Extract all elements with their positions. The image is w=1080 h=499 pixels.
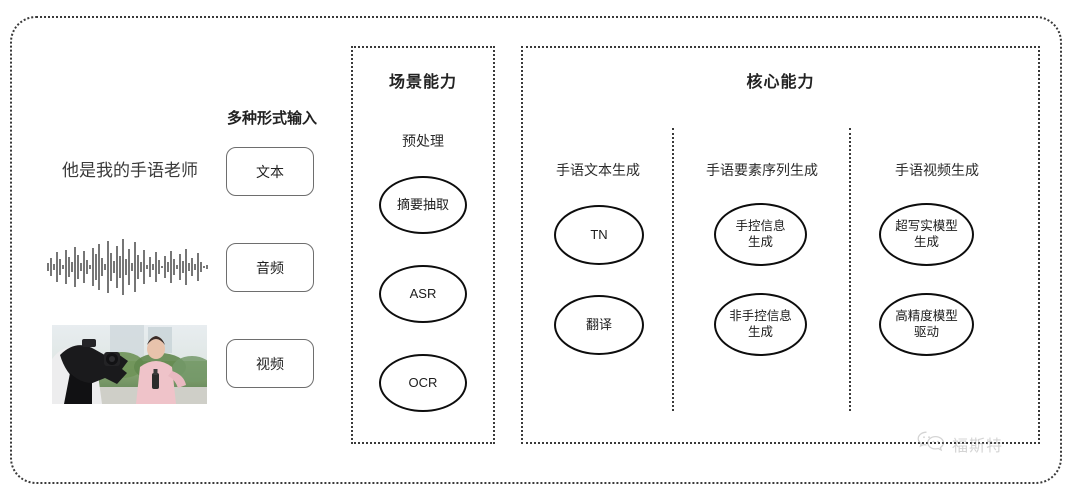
- sample-input-text: 他是我的手语老师: [62, 161, 198, 180]
- node-asr-label: ASR: [409, 286, 437, 302]
- core-capability-title: 核心能力: [746, 74, 815, 91]
- input-chip-video[interactable]: 视频: [226, 339, 314, 388]
- outer-dotted-frame: [10, 16, 1062, 484]
- input-chip-video-label: 视频: [256, 355, 284, 372]
- node-asr[interactable]: ASR: [379, 265, 467, 323]
- core-column-label-sign-text-generation: 手语文本生成: [556, 162, 640, 178]
- node-ocr[interactable]: OCR: [379, 354, 467, 412]
- core-column-divider-1: [672, 128, 674, 411]
- node-manual-info-generation-label: 手控信息生成: [735, 219, 786, 249]
- node-photorealistic-model-generation[interactable]: 超写实模型生成: [879, 203, 974, 266]
- node-photorealistic-model-generation-label: 超写实模型生成: [895, 219, 958, 249]
- input-chip-text-label: 文本: [256, 163, 284, 180]
- core-column-label-sign-video-generation: 手语视频生成: [895, 162, 979, 178]
- node-ocr-label: OCR: [408, 375, 438, 391]
- scene-capability-title: 场景能力: [388, 74, 457, 91]
- input-chip-audio-label: 音频: [256, 259, 284, 276]
- node-tn-label: TN: [590, 227, 608, 243]
- video-thumbnail-cameraman-reporter: [52, 325, 207, 404]
- scene-preprocess-label: 预处理: [402, 133, 444, 149]
- node-manual-info-generation[interactable]: 手控信息生成: [714, 203, 807, 266]
- node-non-manual-info-generation[interactable]: 非手控信息生成: [714, 293, 807, 356]
- node-high-precision-model-driving[interactable]: 高精度模型驱动: [879, 293, 974, 356]
- watermark-text: 福斯特: [952, 435, 1004, 455]
- node-translation[interactable]: 翻译: [554, 295, 644, 355]
- core-column-label-sign-element-sequence-generation: 手语要素序列生成: [706, 162, 818, 178]
- audio-waveform-graphic: [44, 238, 214, 296]
- input-chip-text[interactable]: 文本: [226, 147, 314, 196]
- watermark: 福斯特: [916, 430, 1003, 457]
- input-chip-audio[interactable]: 音频: [226, 243, 314, 292]
- node-summary-extraction[interactable]: 摘要抽取: [379, 176, 467, 234]
- node-high-precision-model-driving-label: 高精度模型驱动: [895, 309, 958, 339]
- node-translation-label: 翻译: [585, 317, 612, 333]
- node-tn[interactable]: TN: [554, 205, 644, 265]
- scene-capability-box: [351, 46, 495, 444]
- input-section-heading: 多种形式输入: [226, 110, 317, 127]
- wechat-bubbles-icon: [916, 430, 946, 457]
- node-summary-extraction-label: 摘要抽取: [396, 197, 449, 213]
- core-column-divider-2: [849, 128, 851, 411]
- core-capability-box: [521, 46, 1040, 444]
- node-non-manual-info-generation-label: 非手控信息生成: [729, 309, 792, 339]
